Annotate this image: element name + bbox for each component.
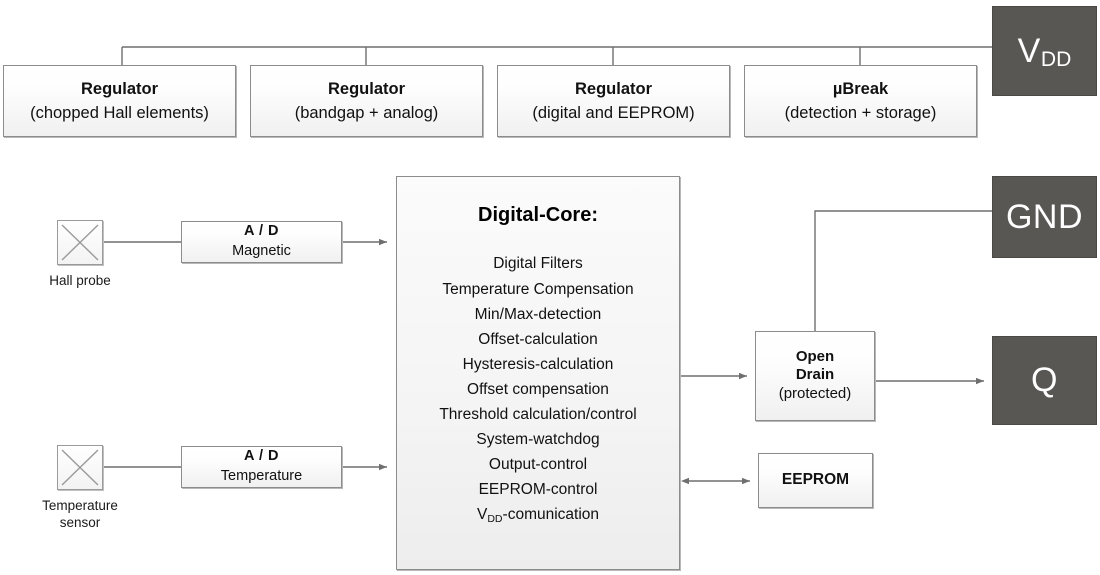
temperature-sensor-symbol[interactable] [57,445,103,490]
cross-box-icon [61,449,99,486]
core-function: Digital Filters [493,255,583,273]
vdd-pad-label: VDD [1017,31,1072,72]
digital-core-function-list: Digital Filters Temperature Compensation… [439,251,636,527]
core-function: EEPROM-control [478,481,598,499]
core-function-vdd: VDD-comunication [439,502,636,527]
core-function: Offset-calculation [478,330,598,348]
q-pad-label: Q [1031,361,1058,399]
regulator-title: Regulator [327,80,405,99]
core-function: Threshold calculation/control [439,406,637,424]
vdd-pad[interactable]: VDD [992,6,1097,96]
open-drain-block[interactable]: Open Drain (protected) [755,331,875,421]
regulator-subtitle: (digital and EEPROM) [532,103,695,122]
adc-subtitle: Temperature [220,468,303,484]
ubreak-subtitle: (detection + storage) [784,103,937,122]
adc-temperature-block[interactable]: A / D Temperature [181,446,342,488]
core-function: Min/Max-detection [474,305,602,323]
open-drain-subtitle: (protected) [778,385,852,403]
q-pad[interactable]: Q [992,336,1097,425]
open-drain-title-line1: Open [795,348,835,366]
wire-gnd-to-open-drain [814,210,992,331]
open-drain-title-line2: Drain [795,366,835,384]
adc-magnetic-block[interactable]: A / D Magnetic [181,221,342,263]
gnd-pad-label: GND [1005,197,1084,236]
regulator-title: Regulator [80,80,158,99]
hall-probe-symbol[interactable] [57,220,103,265]
regulator-block-bandgap-analog[interactable]: Regulator (bandgap + analog) [250,65,483,137]
eeprom-label: EEPROM [781,471,850,489]
temperature-sensor-label-line1: Temperature [42,498,118,513]
regulator-title: Regulator [574,80,652,99]
core-function: Temperature Compensation [442,280,634,298]
temperature-sensor-label: Temperature sensor [20,498,140,532]
adc-title: A / D [244,223,279,240]
ubreak-title: µBreak [832,80,889,99]
cross-box-icon [61,224,99,261]
ubreak-block[interactable]: µBreak (detection + storage) [744,65,977,137]
hall-probe-label: Hall probe [49,273,111,288]
core-function: Offset compensation [467,380,609,398]
regulator-block-digital-eeprom[interactable]: Regulator (digital and EEPROM) [497,65,730,137]
regulator-subtitle: (bandgap + analog) [294,103,439,122]
core-function-vdd-suffix: -comunication [502,506,600,524]
digital-core-block[interactable]: Digital-Core: Digital Filters Temperatur… [396,176,680,570]
core-function: Output-control [488,456,588,474]
regulator-subtitle: (chopped Hall elements) [30,103,209,122]
adc-subtitle: Magnetic [232,243,291,259]
temperature-sensor-label-line2: sensor [59,514,101,530]
adc-title: A / D [244,448,279,465]
core-function: System-watchdog [476,431,600,449]
core-function-vdd-subscript: DD [487,513,503,526]
eeprom-block[interactable]: EEPROM [758,453,873,508]
core-function: Hysteresis-calculation [462,355,614,373]
gnd-pad[interactable]: GND [992,176,1097,258]
core-function-vdd-prefix: V [476,506,488,524]
digital-core-title: Digital-Core: [478,204,598,226]
regulator-block-chopped-hall[interactable]: Regulator (chopped Hall elements) [3,65,236,137]
